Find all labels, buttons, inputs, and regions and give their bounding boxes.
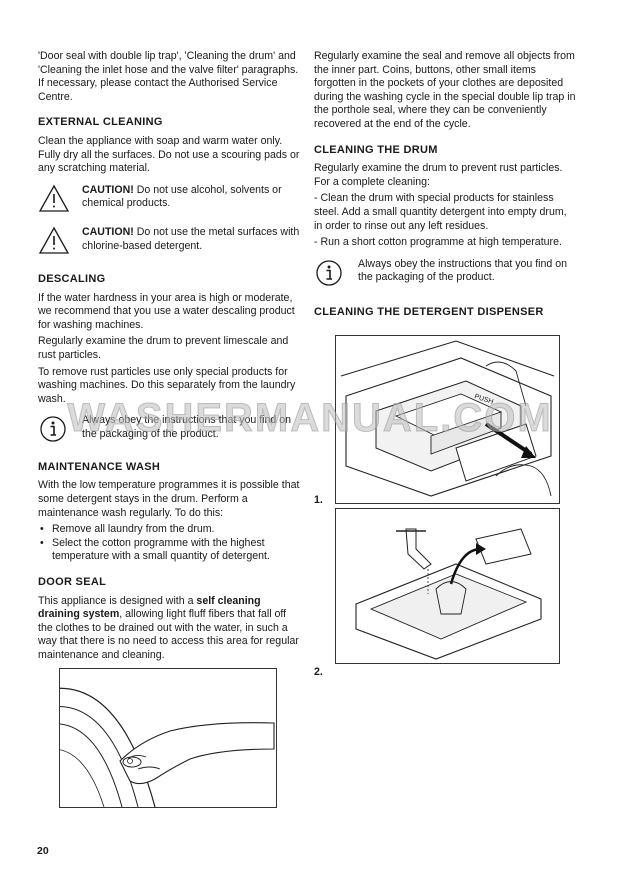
warning-triangle-icon bbox=[38, 226, 74, 261]
door-seal-continued: Regularly examine the seal and remove al… bbox=[314, 50, 576, 130]
figure-1-label: 1. bbox=[314, 494, 323, 506]
info-text: Always obey the instructions that you fi… bbox=[358, 257, 568, 284]
info-note-drum: Always obey the instructions that you fi… bbox=[314, 258, 576, 293]
caution-text: Do not use the metal surfaces with chlor… bbox=[82, 226, 300, 252]
door-seal-illustration bbox=[49, 668, 277, 808]
info-circle-icon bbox=[314, 258, 350, 293]
cleaning-drum-p1: Regularly examine the drum to prevent ru… bbox=[314, 162, 563, 188]
descaling-p1: If the water hardness in your area is hi… bbox=[38, 291, 295, 331]
caution-text: Do not use alcohol, solvents or chemical… bbox=[82, 183, 282, 210]
cleaning-drum-p3: - Run a short cotton programme at high t… bbox=[314, 236, 562, 249]
info-text: Always obey the instructions that you fi… bbox=[82, 414, 292, 440]
caution-label: CAUTION! bbox=[82, 226, 134, 239]
intro-paragraph: 'Door seal with double lip trap', 'Clean… bbox=[38, 50, 299, 103]
maintenance-wash-text: With the low temperature programmes it i… bbox=[38, 479, 300, 519]
info-circle-icon bbox=[38, 414, 74, 449]
heading-detergent-dispenser: CLEANING THE DETERGENT DISPENSER bbox=[314, 306, 544, 319]
caution-label: CAUTION! bbox=[82, 183, 134, 196]
maintenance-wash-list: Remove all laundry from the drum. Select… bbox=[38, 523, 300, 564]
figure-2-label: 2. bbox=[314, 666, 323, 678]
right-column: Regularly examine the seal and remove al… bbox=[314, 50, 576, 325]
warning-triangle-icon bbox=[38, 184, 74, 219]
descaling-p2: Regularly examine the drum to prevent li… bbox=[38, 335, 289, 361]
caution-note-2: CAUTION! Do not use the metal surfaces w… bbox=[38, 226, 300, 261]
heading-external-cleaning: EXTERNAL CLEANING bbox=[38, 116, 163, 129]
list-item: Select the cotton programme with the hig… bbox=[38, 537, 300, 564]
heading-descaling: DESCALING bbox=[38, 272, 106, 285]
left-column: 'Door seal with double lip trap', 'Clean… bbox=[38, 50, 300, 666]
descaling-p3: To remove rust particles use only specia… bbox=[38, 365, 296, 405]
heading-maintenance-wash: MAINTENANCE WASH bbox=[38, 460, 161, 473]
info-note-descaling: Always obey the instructions that you fi… bbox=[38, 414, 300, 449]
external-cleaning-text: Clean the appliance with soap and warm w… bbox=[38, 134, 300, 175]
dispenser-figure-1: PUSH bbox=[335, 335, 560, 504]
dispenser-figure-2 bbox=[335, 508, 560, 664]
list-item: Remove all laundry from the drum. bbox=[38, 523, 300, 537]
cleaning-drum-p2: - Clean the drum with special products f… bbox=[314, 192, 567, 232]
heading-cleaning-drum: CLEANING THE DRUM bbox=[314, 143, 438, 156]
page-number: 20 bbox=[37, 845, 49, 857]
door-seal-text: This appliance is designed with a self c… bbox=[38, 594, 299, 661]
heading-door-seal: DOOR SEAL bbox=[38, 576, 107, 589]
caution-note-1: CAUTION! Do not use alcohol, solvents or… bbox=[38, 184, 300, 219]
